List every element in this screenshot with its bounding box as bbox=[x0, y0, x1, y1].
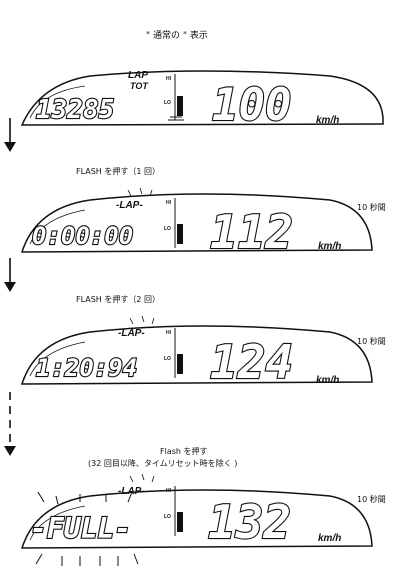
memory-full-readout: -FULL- bbox=[30, 512, 131, 545]
lap-time-readout: 1:20:94 bbox=[36, 354, 137, 382]
temperature-gauge-icon: HI LO bbox=[164, 328, 183, 378]
svg-text:LO: LO bbox=[164, 356, 171, 362]
svg-text:LO: LO bbox=[164, 514, 171, 520]
step-caption-note: (32 回目以降、タイムリセット時を除く ) bbox=[88, 459, 238, 468]
temperature-gauge-icon: HI LO bbox=[164, 198, 183, 248]
display-panel-normal: LAP TOT 13285 HI LO 100 km/h bbox=[20, 70, 384, 132]
duration-label: 10 秒間 bbox=[357, 203, 386, 212]
tot-label: TOT bbox=[130, 81, 149, 91]
display-panel-lap2: -LAP- 1:20:94 HI LO 124 km/h bbox=[20, 315, 373, 390]
step-caption: FLASH を押す（1 回） bbox=[76, 167, 160, 176]
flashing-marks bbox=[35, 491, 139, 566]
title: " 通常の " 表示 bbox=[146, 31, 208, 41]
odometer-readout: 13285 bbox=[36, 95, 114, 125]
svg-text:HI: HI bbox=[166, 488, 172, 494]
display-panel-full: -LAP- -FULL- HI LO 132 km/h bbox=[20, 473, 373, 566]
temperature-gauge-icon: HI LO bbox=[164, 486, 183, 536]
arrow-down-icon bbox=[4, 118, 16, 152]
step-caption: Flash を押す bbox=[160, 447, 208, 456]
speed-unit: km/h bbox=[316, 375, 339, 386]
step-caption: FLASH を押す（2 回） bbox=[76, 295, 160, 304]
duration-label: 10 秒間 bbox=[357, 337, 386, 346]
lap-label: LAP bbox=[128, 70, 148, 81]
dashed-arrow-down-icon bbox=[4, 392, 16, 456]
speed-unit: km/h bbox=[318, 533, 341, 544]
lap-time-readout: 0:00:00 bbox=[32, 222, 133, 250]
lap-label: -LAP- bbox=[118, 486, 145, 497]
display-panel-lap1: -LAP- 0:00:00 HI LO 112 km/h bbox=[20, 187, 373, 260]
speed-readout: 112 bbox=[210, 205, 293, 259]
speed-unit: km/h bbox=[318, 241, 341, 252]
lap-label: -LAP- bbox=[116, 200, 143, 211]
svg-text:HI: HI bbox=[166, 76, 172, 82]
temperature-gauge-icon: HI LO bbox=[164, 74, 184, 121]
speed-unit: km/h bbox=[316, 115, 339, 126]
svg-text:HI: HI bbox=[166, 200, 172, 206]
svg-text:HI: HI bbox=[166, 330, 172, 336]
lap-label: -LAP- bbox=[118, 328, 145, 339]
arrow-down-icon bbox=[4, 258, 16, 292]
speed-readout: 124 bbox=[210, 335, 293, 389]
svg-text:LO: LO bbox=[164, 100, 171, 106]
duration-label: 10 秒間 bbox=[357, 495, 386, 504]
speed-readout: 132 bbox=[208, 495, 291, 549]
speed-readout: 100 bbox=[212, 80, 291, 131]
svg-text:LO: LO bbox=[164, 226, 171, 232]
